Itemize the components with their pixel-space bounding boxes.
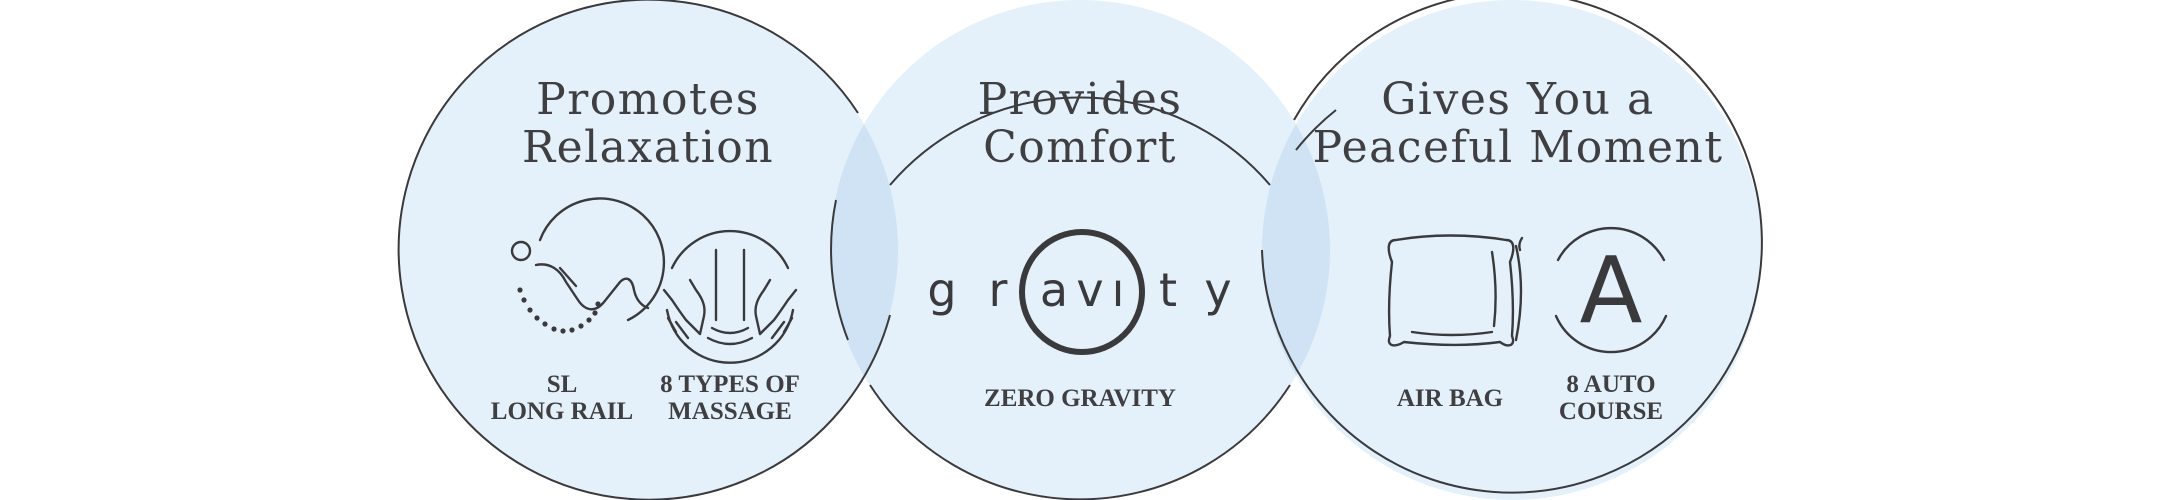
circle-fills xyxy=(398,0,1762,500)
circle-right-outline-upper xyxy=(1295,109,1337,151)
panel-3-labels: AIR BAG 8 AUTO COURSE xyxy=(1397,371,1663,425)
circle-outlines xyxy=(397,0,1763,500)
gravity-letter-y: y xyxy=(1204,263,1231,317)
panel-3-title-line1: Gives You a xyxy=(1381,74,1654,125)
auto-course-glyph: A xyxy=(1580,237,1643,344)
feature-air-bag: AIR BAG xyxy=(1397,385,1503,412)
gravity-letter-g: g xyxy=(927,263,956,317)
circle-center-outline-top xyxy=(889,96,1271,186)
feature-massage-line2: MASSAGE xyxy=(668,398,792,425)
feature-zero-gravity: ZERO GRAVITY xyxy=(984,385,1176,412)
feature-auto-course-line1: 8 AUTO xyxy=(1566,371,1655,398)
sl-long-rail-icon xyxy=(510,197,666,334)
panel-3-title-line2: Peaceful Moment xyxy=(1312,122,1723,173)
gravity-letter-v: v xyxy=(1076,263,1103,317)
gravity-letter-i: ı xyxy=(1112,263,1125,317)
circle-center-outline-bottom xyxy=(869,384,1291,500)
panel-2-title-line1: Provides xyxy=(978,74,1183,125)
zero-gravity-logo: g r a v ı t y xyxy=(927,229,1232,355)
circle-center xyxy=(830,0,1330,500)
massage-hands-icon xyxy=(662,229,798,364)
feature-sl-line1: SL xyxy=(547,371,578,398)
gravity-logo-ring xyxy=(1019,229,1145,355)
panel-1-labels: SL LONG RAIL 8 TYPES OF MASSAGE xyxy=(491,371,800,425)
circle-right xyxy=(1262,0,1762,500)
circle-left xyxy=(398,0,898,500)
pillow-icon xyxy=(1387,234,1524,347)
feature-massage-line1: 8 TYPES OF xyxy=(660,371,800,398)
feature-auto-course-line2: COURSE xyxy=(1559,398,1663,425)
gravity-letter-t: t xyxy=(1159,263,1177,317)
panel-1-title-line1: Promotes xyxy=(536,74,760,125)
circle-left-outline xyxy=(397,0,891,500)
feature-sl-line2: LONG RAIL xyxy=(491,398,633,425)
circle-right-outline xyxy=(1261,0,1763,494)
gravity-letter-a: a xyxy=(1040,263,1068,317)
auto-course-arc-top xyxy=(1556,227,1666,262)
gravity-letter-r: r xyxy=(989,263,1008,317)
circle-center-outline-left xyxy=(830,199,849,341)
auto-course-icon: A xyxy=(1554,227,1668,354)
panel-1-title-line2: Relaxation xyxy=(522,122,774,173)
panel-2-title-line2: Comfort xyxy=(983,122,1177,173)
auto-course-arc-bottom xyxy=(1554,314,1668,354)
titles: Promotes Relaxation Provides Comfort Giv… xyxy=(522,74,1723,173)
